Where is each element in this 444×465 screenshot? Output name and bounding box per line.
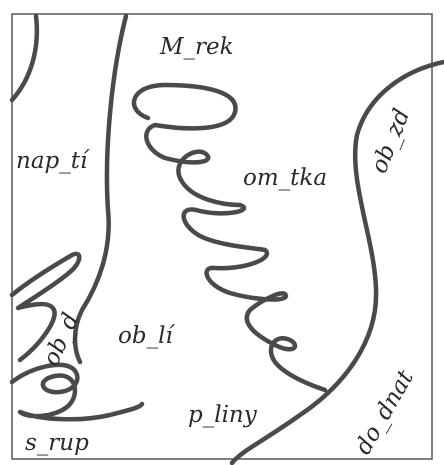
word-label-bottom-left: s_rup bbox=[25, 432, 89, 455]
word-label-center: om_tka bbox=[243, 167, 327, 190]
word-label-center-lower: ob_lí bbox=[118, 325, 173, 348]
word-label-bottom-center: p_liny bbox=[188, 404, 257, 427]
word-label-top: M_rek bbox=[160, 36, 234, 59]
cursive-trace-bottom-left bbox=[12, 365, 142, 419]
left-top-stroke bbox=[12, 16, 37, 100]
left-divider-line bbox=[75, 16, 126, 362]
word-label-left-upper: nap_tí bbox=[16, 150, 87, 173]
